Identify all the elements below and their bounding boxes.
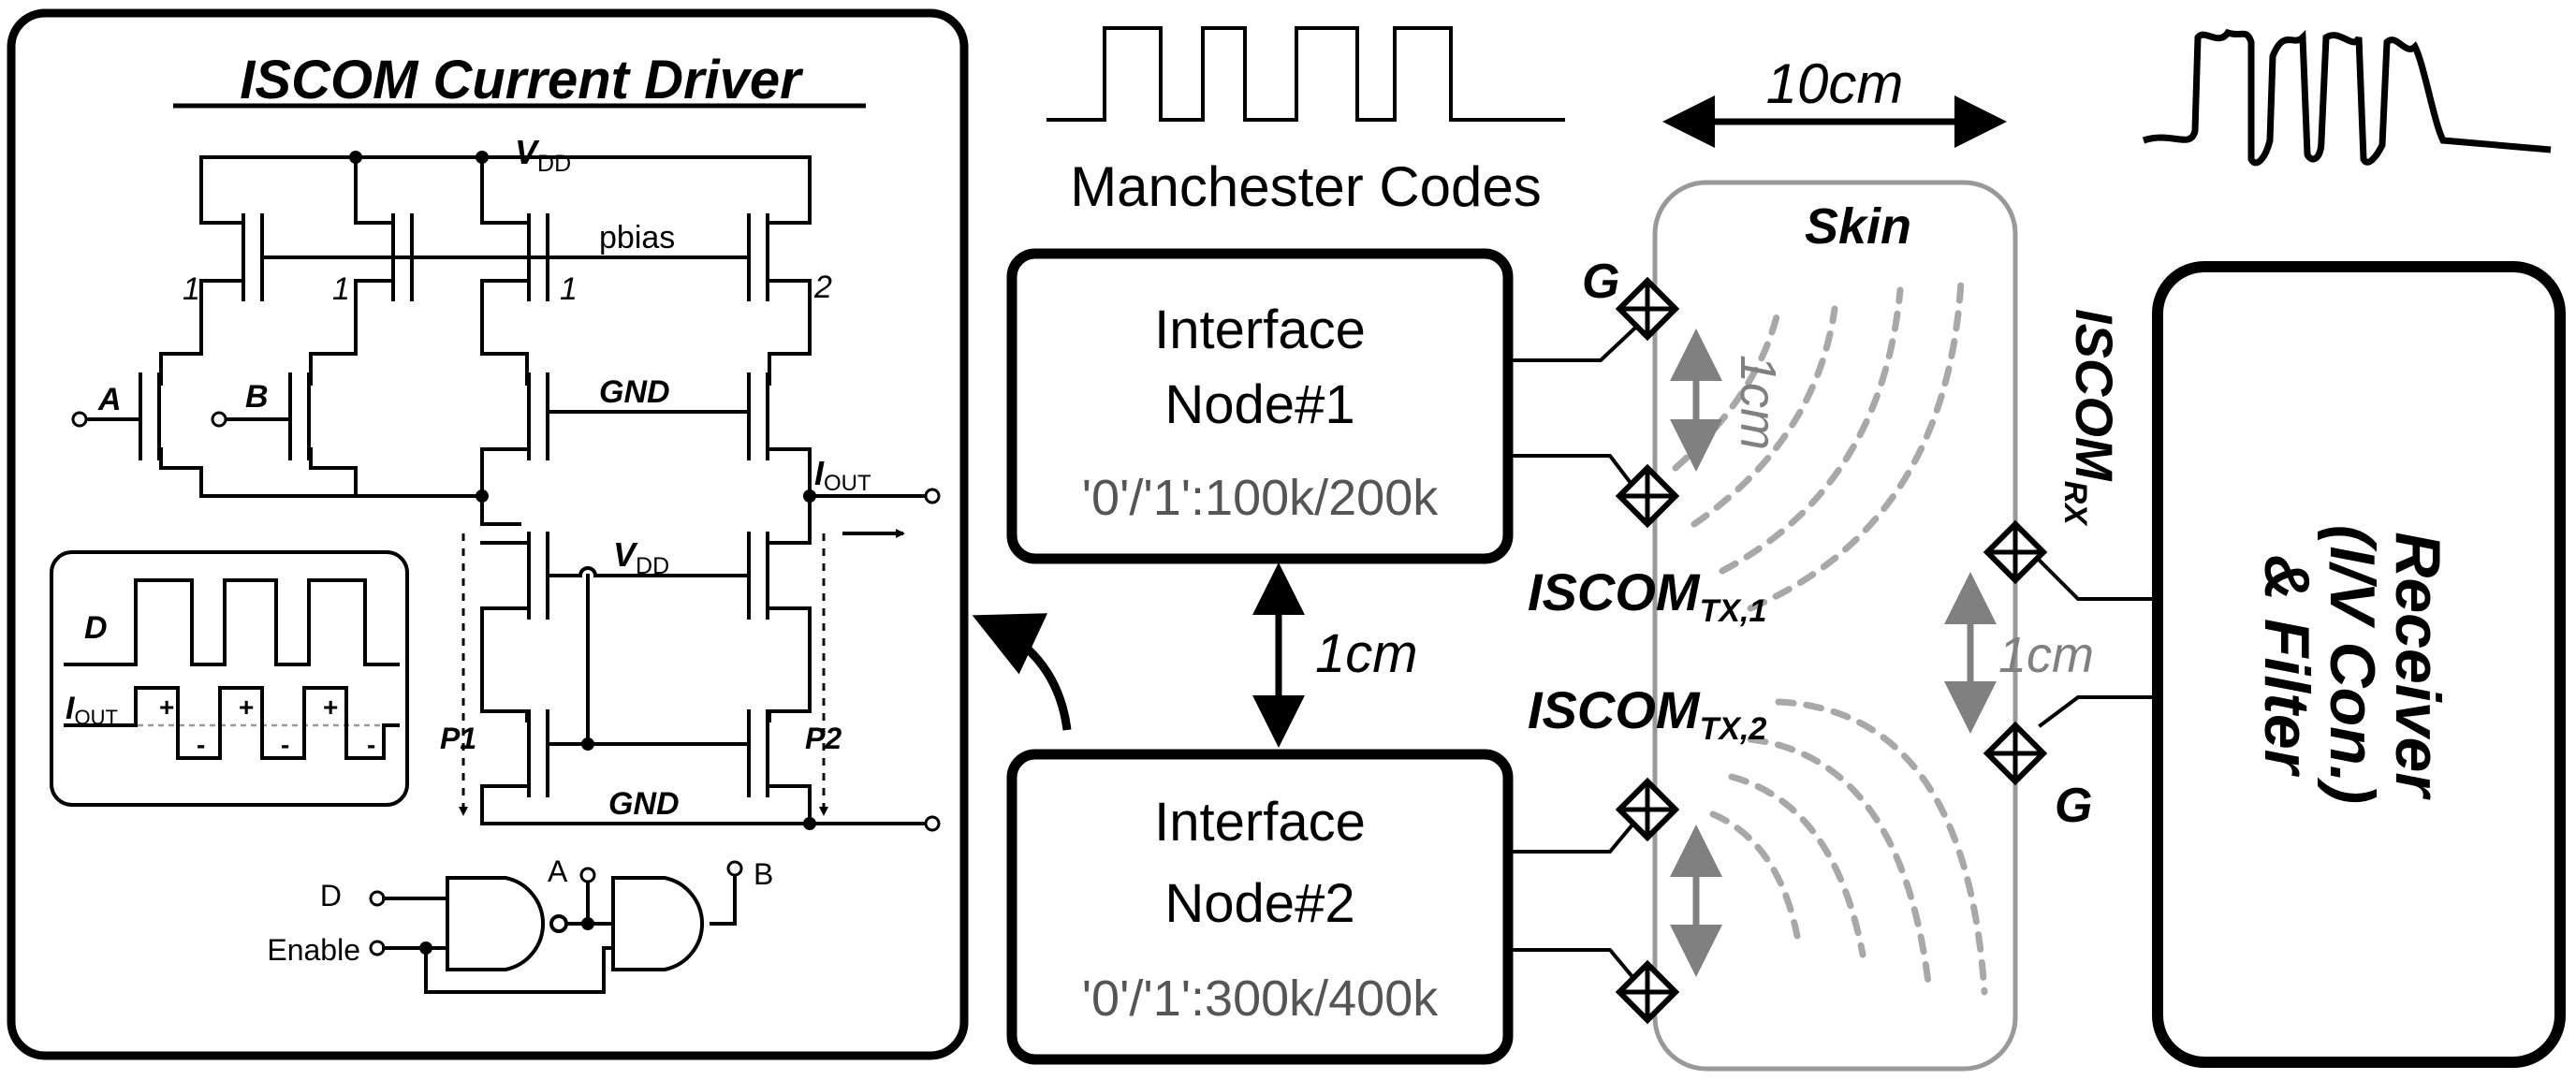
electrode-tx2-s: [1615, 959, 1680, 1025]
vdd-rail: VDD: [199, 133, 812, 185]
driver-title: ISCOM Current Driver: [240, 50, 804, 110]
svg-text:1: 1: [560, 271, 578, 307]
distance-10cm: 10cm: [1662, 52, 2007, 148]
svg-text:IOUT: IOUT: [814, 454, 871, 496]
svg-text:G: G: [2055, 779, 2092, 833]
manchester-codes: Manchester Codes: [1046, 26, 1565, 218]
svg-text:G: G: [1582, 255, 1619, 309]
svg-text:+: +: [239, 693, 254, 722]
svg-text:B: B: [754, 857, 773, 891]
skin-region: Skin: [1652, 180, 2018, 1072]
svg-text:1: 1: [183, 271, 200, 307]
interface-node-2: Interface Node#2 '0'/'1':300k/400k: [1006, 749, 1514, 1065]
svg-text:GND: GND: [599, 374, 670, 410]
svg-text:+: +: [159, 693, 174, 722]
svg-text:Enable: Enable: [267, 933, 360, 967]
svg-text:(I/V Con.): (I/V Con.): [2317, 525, 2388, 804]
svg-text:VDD: VDD: [613, 535, 669, 579]
tx2-electrodes: ISCOMTX,2: [1506, 680, 1766, 1025]
svg-text:P2: P2: [805, 722, 842, 755]
receiver-block: Receiver (I/V Con.) & Filter: [2152, 261, 2566, 1068]
svg-text:ISCOMRX: ISCOMRX: [2057, 309, 2124, 527]
waveform-inset: D IOUT + - + - + -: [50, 550, 409, 807]
electrode-tx2-g: [1615, 777, 1680, 842]
rx-electrodes: 1cm G ISCOMRX: [1944, 309, 2159, 833]
svg-text:& Filter: & Filter: [2251, 555, 2322, 778]
driver-border: [7, 8, 969, 1060]
svg-text:ISCOMTX,1: ISCOMTX,1: [1528, 562, 1766, 629]
svg-text:Receiver: Receiver: [2382, 532, 2453, 800]
svg-text:A: A: [548, 854, 568, 888]
electrode-tx1-g: [1615, 276, 1680, 342]
lower-mirror: VDD GND P1 P2: [440, 494, 941, 832]
svg-text:1cm: 1cm: [1315, 623, 1418, 684]
node-gap: 1cm: [1252, 562, 1418, 748]
logic-gates: D Enable A B: [267, 854, 773, 994]
driver-link-arrow: [972, 613, 1072, 731]
electrode-tx1-s: [1615, 463, 1680, 529]
current-driver-panel: ISCOM Current Driver VDD: [7, 8, 969, 1060]
svg-text:-: -: [197, 730, 205, 759]
svg-text:+: +: [323, 693, 338, 722]
svg-text:ISCOMTX,2: ISCOMTX,2: [1528, 680, 1766, 747]
svg-text:A: A: [97, 382, 122, 417]
svg-text:'0'/'1':100k/200k: '0'/'1':100k/200k: [1082, 470, 1440, 526]
svg-text:Node#2: Node#2: [1164, 873, 1354, 934]
svg-text:-: -: [367, 730, 375, 759]
svg-text:Node#1: Node#1: [1164, 374, 1354, 435]
svg-text:pbias: pbias: [599, 220, 675, 255]
svg-text:Interface: Interface: [1154, 792, 1366, 853]
received-waveform: [2142, 28, 2552, 167]
output-node: IOUT: [803, 454, 941, 538]
svg-text:10cm: 10cm: [1766, 52, 1904, 115]
electrode-rx-g: [1983, 721, 2048, 786]
svg-text:B: B: [245, 379, 269, 415]
svg-text:Skin: Skin: [1805, 198, 1911, 255]
tx1-electrodes: G 1cm ISCOMTX,1: [1506, 255, 1786, 629]
svg-text:-: -: [281, 730, 289, 759]
svg-text:2: 2: [813, 270, 832, 305]
svg-text:'0'/'1':300k/400k: '0'/'1':300k/400k: [1082, 971, 1440, 1027]
switch-row: A B GND: [71, 352, 812, 503]
svg-text:D: D: [320, 879, 342, 912]
svg-text:P1: P1: [440, 722, 476, 755]
svg-text:1cm: 1cm: [1998, 627, 2094, 683]
svg-text:1cm: 1cm: [1730, 355, 1786, 450]
svg-text:VDD: VDD: [515, 133, 571, 177]
svg-text:Interface: Interface: [1154, 299, 1366, 360]
svg-text:IOUT: IOUT: [66, 691, 118, 729]
svg-text:1: 1: [332, 271, 350, 307]
interface-node-1: Interface Node#1 '0'/'1':100k/200k: [1006, 248, 1514, 564]
svg-text:D: D: [84, 610, 108, 646]
electrode-rx-top: [1983, 519, 2048, 585]
pmos-mirror-row: pbias 1 1 1 2: [183, 182, 832, 356]
manchester-label: Manchester Codes: [1070, 155, 1542, 218]
svg-text:GND: GND: [608, 786, 680, 822]
